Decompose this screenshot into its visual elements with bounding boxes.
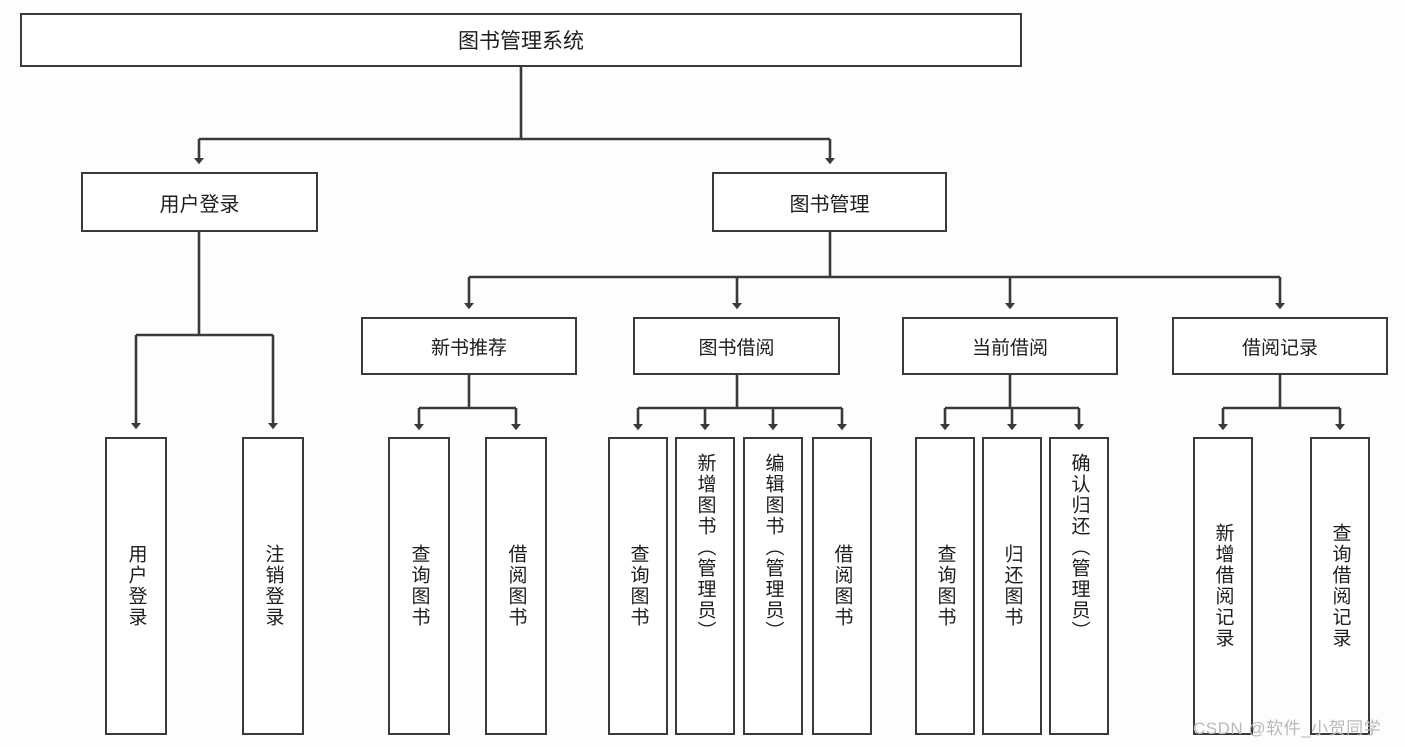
node-book-management[interactable]: 图书管理 [712, 172, 947, 232]
node-leaf-query-book-borrow[interactable]: 查询图书 [608, 437, 668, 735]
node-label: 查询图书 [627, 544, 649, 628]
node-leaf-add-book-admin[interactable]: 新增图书（管理员） [675, 437, 735, 735]
node-borrow-record[interactable]: 借阅记录 [1172, 317, 1388, 375]
node-label: 确认归还（管理员） [1068, 453, 1090, 642]
node-label: 查询图书 [934, 544, 956, 628]
node-label: 图书借阅 [698, 337, 775, 359]
node-label: 借阅图书 [831, 544, 853, 628]
node-label: 查询借阅记录 [1329, 523, 1351, 649]
node-new-book-recommend[interactable]: 新书推荐 [361, 317, 577, 375]
node-label: 当前借阅 [971, 337, 1048, 359]
node-label: 归还图书 [1001, 544, 1023, 628]
node-leaf-return-book[interactable]: 归还图书 [982, 437, 1042, 735]
node-label: 编辑图书（管理员） [762, 453, 784, 642]
csdn-watermark: CSDN @软件_小贺同学 [1193, 719, 1382, 738]
node-book-borrow[interactable]: 图书借阅 [633, 317, 840, 375]
node-root-system[interactable]: 图书管理系统 [20, 13, 1022, 67]
node-leaf-add-borrow-record[interactable]: 新增借阅记录 [1193, 437, 1253, 735]
node-leaf-query-borrow-record[interactable]: 查询借阅记录 [1310, 437, 1370, 735]
node-leaf-borrow-book-rec[interactable]: 借阅图书 [485, 437, 547, 735]
node-label: 新增借阅记录 [1212, 523, 1234, 649]
node-label: 图书管理 [789, 193, 870, 216]
node-label: 用户登录 [125, 544, 147, 628]
node-leaf-edit-book-admin[interactable]: 编辑图书（管理员） [743, 437, 803, 735]
node-leaf-query-book-current[interactable]: 查询图书 [915, 437, 975, 735]
node-leaf-query-book-rec[interactable]: 查询图书 [388, 437, 450, 735]
node-leaf-logout[interactable]: 注销登录 [242, 437, 304, 735]
node-leaf-borrow-book[interactable]: 借阅图书 [812, 437, 872, 735]
node-label: 查询图书 [408, 544, 430, 628]
node-label: 注销登录 [262, 544, 284, 628]
node-label: 新书推荐 [430, 337, 507, 359]
node-leaf-user-login[interactable]: 用户登录 [105, 437, 167, 735]
node-user-login[interactable]: 用户登录 [81, 172, 318, 232]
node-current-borrow[interactable]: 当前借阅 [902, 317, 1118, 375]
node-leaf-confirm-return-admin[interactable]: 确认归还（管理员） [1049, 437, 1109, 735]
node-label: 用户登录 [159, 193, 240, 216]
node-label: 借阅图书 [505, 544, 527, 628]
node-label: 借阅记录 [1241, 337, 1318, 359]
node-label: 新增图书（管理员） [694, 453, 716, 642]
node-label: 图书管理系统 [458, 30, 584, 53]
